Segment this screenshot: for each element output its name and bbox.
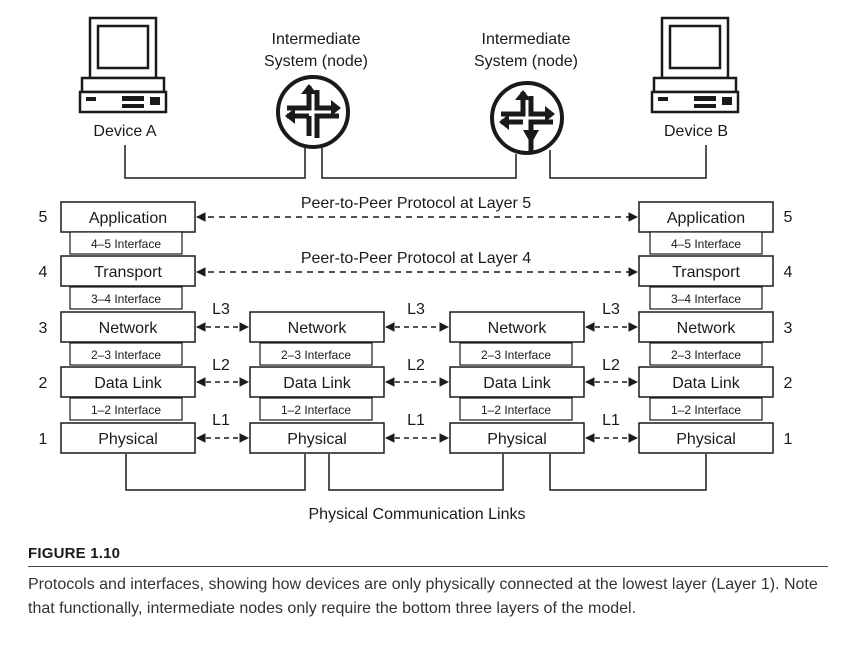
interface-label-1-2: 1–2 Interface	[281, 403, 351, 417]
link-label-l2: L2	[212, 357, 230, 374]
layer-label-data-link: Data Link	[94, 375, 163, 392]
layer-numbers-right: 5 4 3 2 1	[784, 209, 793, 448]
layer-number: 2	[784, 375, 793, 392]
layer-box-physical	[449, 422, 585, 454]
layer-box-data-link	[638, 366, 774, 398]
interface-label-4-5: 4–5 Interface	[91, 237, 161, 251]
interface-label-2-3: 2–3 Interface	[671, 348, 741, 362]
layer-number: 3	[39, 320, 48, 337]
layer-number: 2	[39, 375, 48, 392]
stack-node-2: Network 2–3 Interface Data Link 1–2 Inte…	[449, 311, 585, 454]
intermediate-2-label-line1: Intermediate	[482, 31, 571, 48]
intermediate-2-label-line2: System (node)	[474, 53, 578, 70]
stack-device-a: Application 4–5 Interface Transport 3–4 …	[60, 201, 196, 454]
interface-label-3-4: 3–4 Interface	[671, 292, 741, 306]
layer-number: 4	[784, 264, 793, 281]
layer-number: 5	[784, 209, 793, 226]
router-icon-node-2	[490, 81, 564, 155]
interface-box-2-3	[459, 342, 573, 366]
interface-label-1-2: 1–2 Interface	[481, 403, 551, 417]
device-b-label: Device B	[664, 123, 728, 140]
link-label-l1: L1	[407, 412, 425, 429]
figure-divider	[28, 566, 828, 567]
interface-box-2-3	[649, 342, 763, 366]
figure-label: FIGURE 1.10	[28, 545, 121, 562]
stack-device-b: Application 4–5 Interface Transport 3–4 …	[638, 201, 774, 454]
protocol-stack-diagram: Device A Device B Intermediate System (n…	[39, 16, 793, 523]
layer-box-application	[60, 201, 196, 233]
interface-label-2-3: 2–3 Interface	[281, 348, 351, 362]
layer-number: 5	[39, 209, 48, 226]
layer-box-data-link	[449, 366, 585, 398]
layer-label-data-link: Data Link	[483, 375, 552, 392]
layer-box-physical	[638, 422, 774, 454]
interface-box-4-5	[69, 231, 183, 255]
layer-label-network: Network	[488, 320, 548, 337]
layer-box-physical	[249, 422, 385, 454]
layer-label-physical: Physical	[287, 431, 347, 448]
layer-label-application: Application	[89, 210, 167, 227]
intermediate-1-label-line1: Intermediate	[272, 31, 361, 48]
interface-box-1-2	[259, 397, 373, 421]
layer-box-network	[449, 311, 585, 343]
link-label-l1: L1	[212, 412, 230, 429]
interface-label-3-4: 3–4 Interface	[91, 292, 161, 306]
layer-box-physical	[60, 422, 196, 454]
figure-caption: Protocols and interfaces, showing how de…	[28, 576, 818, 617]
link-label-l2: L2	[407, 357, 425, 374]
layer-box-data-link	[249, 366, 385, 398]
layer-box-network	[249, 311, 385, 343]
layer-label-transport: Transport	[672, 264, 740, 281]
layer-box-transport	[60, 255, 196, 287]
layer-number: 3	[784, 320, 793, 337]
interface-box-1-2	[69, 397, 183, 421]
peer-label-layer5: Peer-to-Peer Protocol at Layer 5	[301, 195, 531, 212]
layer-number: 1	[784, 431, 793, 448]
layer-box-transport	[638, 255, 774, 287]
layer-box-data-link	[60, 366, 196, 398]
interface-label-2-3: 2–3 Interface	[481, 348, 551, 362]
interface-box-1-2	[459, 397, 573, 421]
link-label-l3: L3	[212, 301, 230, 318]
layer-box-network	[60, 311, 196, 343]
interface-label-1-2: 1–2 Interface	[671, 403, 741, 417]
interface-box-1-2	[649, 397, 763, 421]
layer-label-physical: Physical	[487, 431, 547, 448]
link-label-l3: L3	[602, 301, 620, 318]
router-icon-node-1	[276, 75, 350, 149]
intermediate-1-label-line2: System (node)	[264, 53, 368, 70]
interface-box-3-4	[649, 286, 763, 310]
layer-label-data-link: Data Link	[283, 375, 352, 392]
interface-box-2-3	[69, 342, 183, 366]
link-label-l1: L1	[602, 412, 620, 429]
layer-label-network: Network	[288, 320, 348, 337]
interface-label-2-3: 2–3 Interface	[91, 348, 161, 362]
layer-label-transport: Transport	[94, 264, 162, 281]
interface-label-1-2: 1–2 Interface	[91, 403, 161, 417]
layer-label-network: Network	[677, 320, 737, 337]
layer-number: 4	[39, 264, 48, 281]
physical-links-label: Physical Communication Links	[309, 506, 526, 523]
interface-box-3-4	[69, 286, 183, 310]
top-connection-line	[124, 145, 707, 179]
interface-label-4-5: 4–5 Interface	[671, 237, 741, 251]
link-label-l3: L3	[407, 301, 425, 318]
layer-label-data-link: Data Link	[672, 375, 741, 392]
interface-box-4-5	[649, 231, 763, 255]
physical-links-line	[125, 454, 707, 491]
layer-label-physical: Physical	[676, 431, 736, 448]
layer-label-application: Application	[667, 210, 745, 227]
computer-icon-device-b	[650, 16, 740, 114]
peer-label-layer4: Peer-to-Peer Protocol at Layer 4	[301, 250, 531, 267]
layer-label-network: Network	[99, 320, 159, 337]
device-a-label: Device A	[93, 123, 156, 140]
computer-icon-device-a	[78, 16, 168, 114]
link-label-l2: L2	[602, 357, 620, 374]
layer-label-physical: Physical	[98, 431, 158, 448]
layer-box-network	[638, 311, 774, 343]
stack-node-1: Network 2–3 Interface Data Link 1–2 Inte…	[249, 311, 385, 454]
interface-box-2-3	[259, 342, 373, 366]
layer-numbers-left: 5 4 3 2 1	[39, 209, 48, 448]
layer-number: 1	[39, 431, 48, 448]
